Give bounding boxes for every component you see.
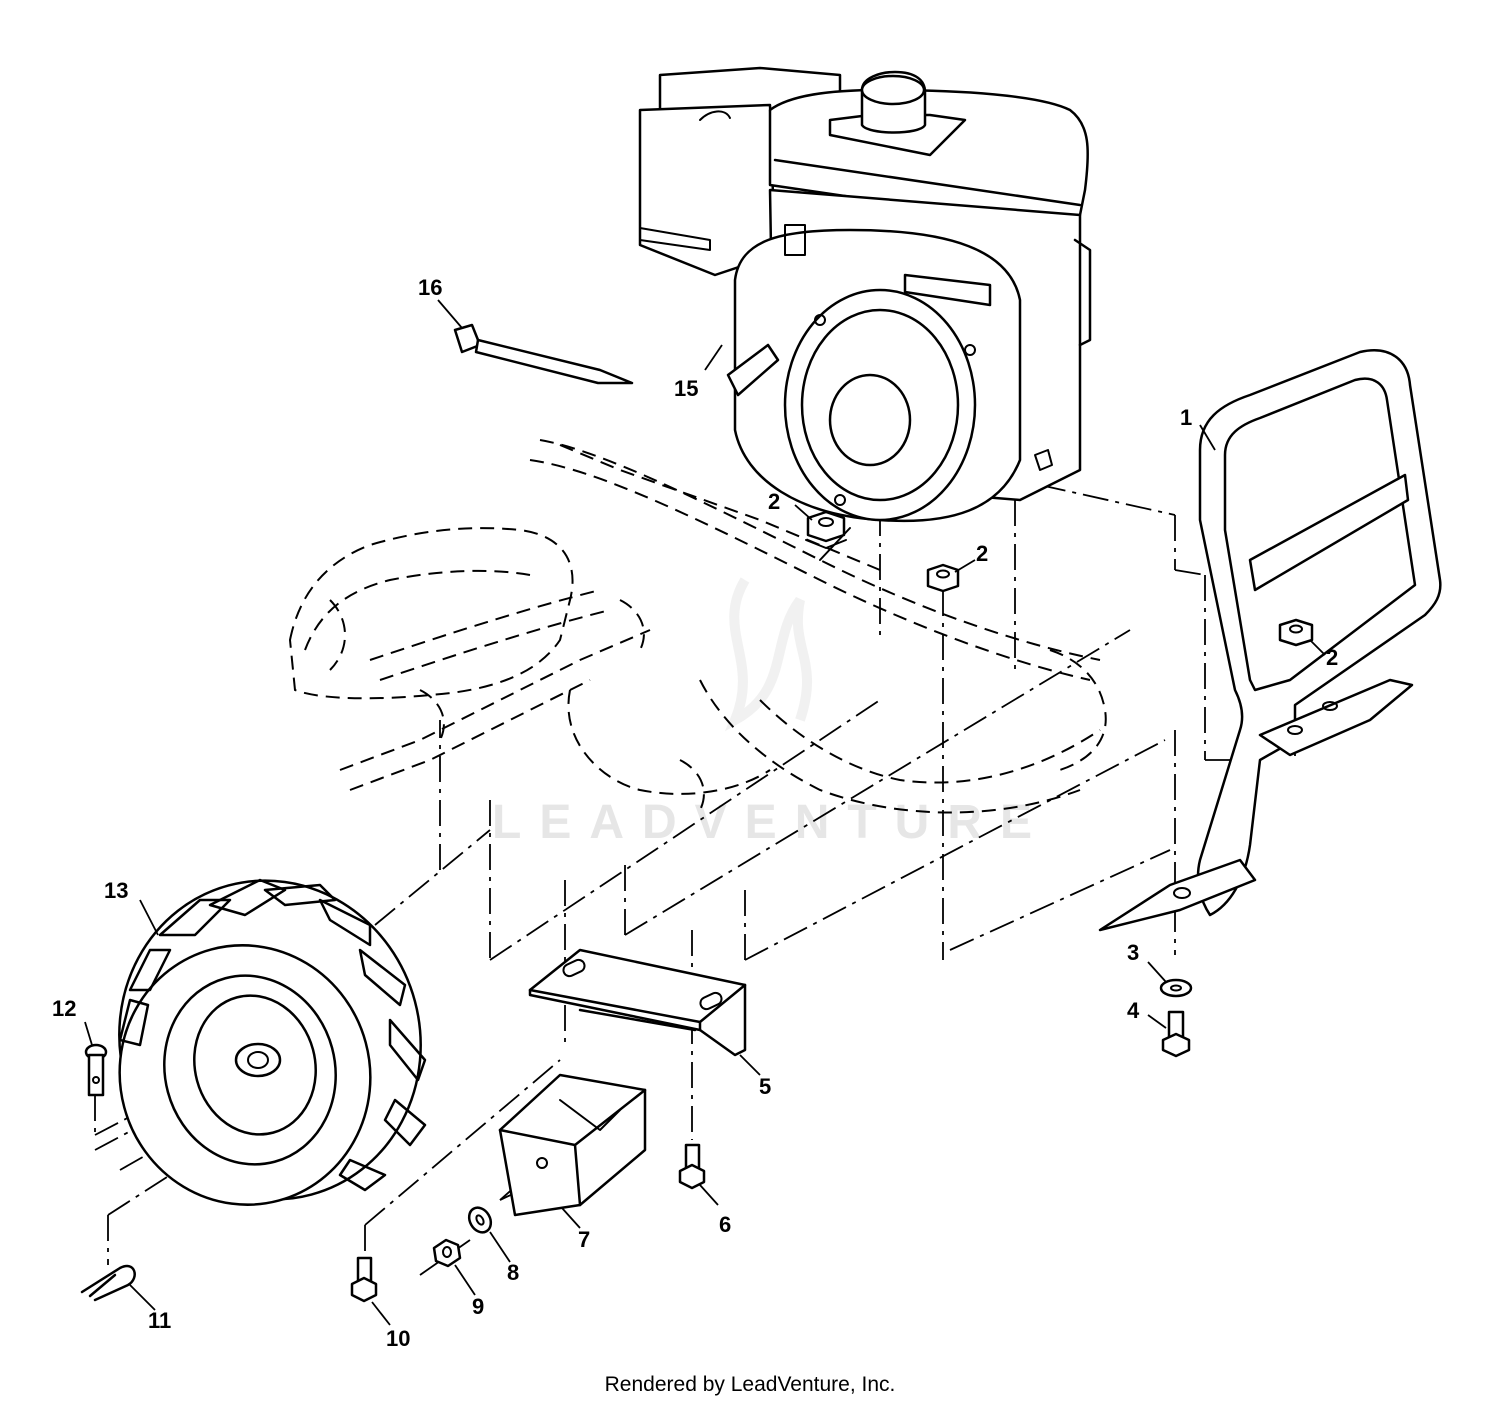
flange-nut-upper [805,510,851,561]
callout-6: 6 [719,1212,731,1237]
flange-nut-middle [926,563,960,593]
lock-washer [467,1206,493,1234]
callout-13: 13 [104,878,128,903]
clevis-pin [84,1043,108,1097]
callout-2-upper: 2 [768,489,780,514]
hex-bolt-10 [350,1256,378,1303]
flange-nut-right [1278,618,1314,647]
callout-8: 8 [507,1260,519,1285]
hex-bolt-6 [678,1143,706,1190]
tiller-housing-phantom [288,439,1107,814]
tiller-wheel [118,878,427,1206]
watermark-text: LEADVENTURE [492,796,1050,849]
engine [638,66,1092,523]
hex-bolt-4 [1161,1010,1191,1058]
callout-7: 7 [578,1227,590,1252]
callout-12: 12 [52,996,76,1021]
callout-15: 15 [674,376,698,401]
callout-9: 9 [472,1294,484,1319]
hairpin-clip [80,1264,136,1302]
callout-5: 5 [759,1074,771,1099]
mounting-bracket [528,948,747,1057]
callout-16: 16 [418,275,442,300]
leader-lines [84,299,1326,1326]
callout-3: 3 [1127,940,1139,965]
callouts: 1 2 2 2 3 4 5 6 7 8 9 10 11 12 13 15 16 [52,275,1338,1351]
callout-11: 11 [148,1308,171,1333]
callout-10: 10 [386,1326,410,1351]
bumper [1098,349,1442,932]
callout-4: 4 [1127,998,1140,1023]
flat-washer [1159,978,1193,998]
footer-credit: Rendered by LeadVenture, Inc. [604,1373,896,1396]
callout-1: 1 [1180,405,1192,430]
assembly-lines [94,484,1296,1276]
cable-tie [453,323,634,385]
callout-2-right: 2 [1326,645,1338,670]
watermark-logo [724,577,812,732]
callout-2-middle: 2 [976,541,988,566]
hex-nut-9 [432,1238,462,1268]
wheel-weight [498,1073,647,1217]
